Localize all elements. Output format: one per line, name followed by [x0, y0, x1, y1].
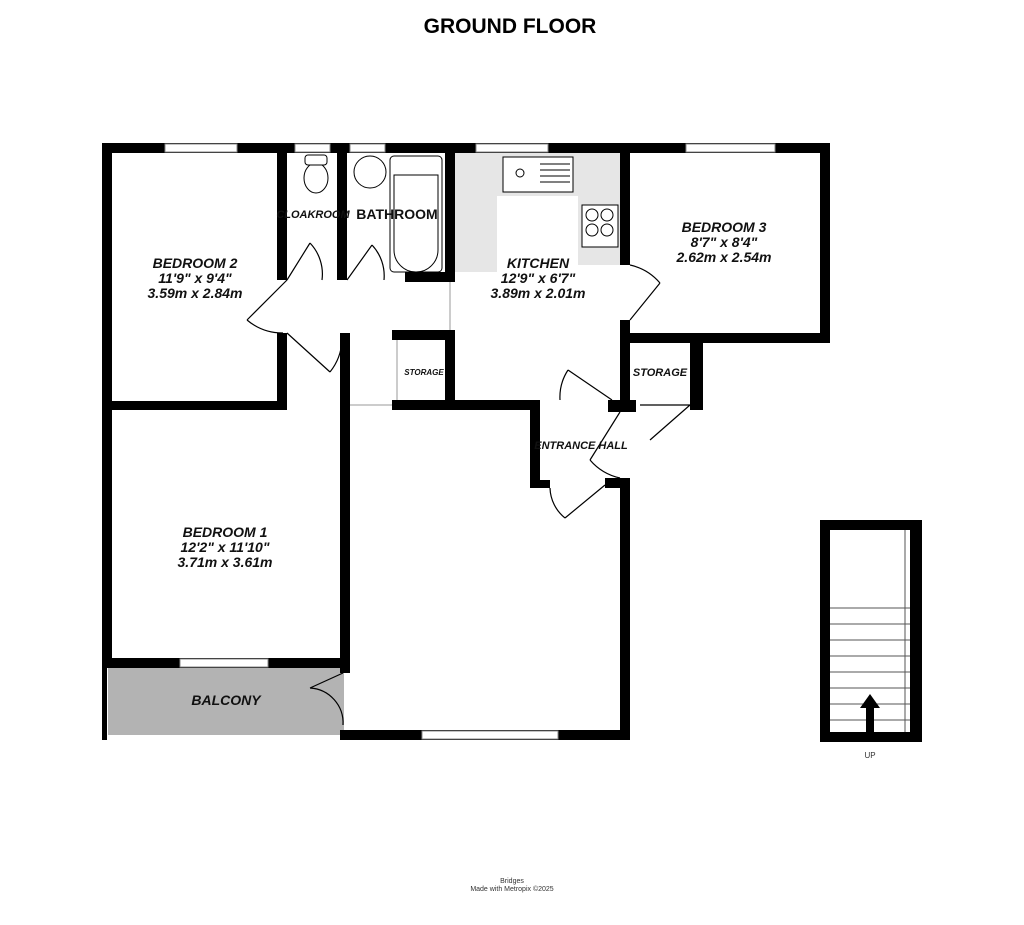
kitchen-metric: 3.89m x 2.01m [491, 285, 586, 301]
storage2-name: STORAGE [633, 367, 688, 379]
doors [246, 242, 691, 726]
floor-title: GROUND FLOOR [424, 15, 597, 38]
toilet-icon [303, 162, 329, 194]
fixtures [303, 154, 619, 273]
bedroom3-metric: 2.62m x 2.54m [676, 249, 772, 265]
bedroom3-imperial: 8'7" x 8'4" [691, 234, 758, 250]
up-arrow-icon [860, 694, 880, 732]
entrance-hall-name: ENTRANCE HALL [534, 440, 628, 452]
bedroom2-metric: 3.59m x 2.84m [148, 285, 243, 301]
bedroom1-metric: 3.71m x 3.61m [178, 554, 273, 570]
balcony-area [108, 668, 344, 735]
kitchen-name: KITCHEN [507, 255, 570, 271]
sink-icon [353, 155, 387, 189]
footer-line2: Made with Metropix ©2025 [470, 885, 553, 893]
openings [350, 282, 451, 406]
bedroom3-name: BEDROOM 3 [682, 219, 767, 235]
bedroom1-imperial: 12'2" x 11'10" [181, 539, 270, 555]
drainer [540, 163, 570, 183]
cloakroom-name: CLOAKROOM [276, 209, 350, 221]
footer-line1: Bridges [500, 878, 524, 885]
staircase [820, 520, 922, 742]
windows [164, 143, 776, 740]
kitchen-imperial: 12'9" x 6'7" [501, 270, 576, 286]
stairs-label: UP [864, 751, 875, 760]
storage1-name: STORAGE [404, 368, 444, 377]
bedroom1-name: BEDROOM 1 [183, 524, 268, 540]
balcony-name: BALCONY [191, 692, 262, 708]
bedroom2-imperial: 11'9" x 9'4" [158, 270, 232, 286]
bedroom2-name: BEDROOM 2 [153, 255, 238, 271]
kitchen-counter [455, 153, 620, 272]
kitchen-sink-icon [502, 156, 574, 193]
bathroom-name: BATHROOM [356, 206, 437, 222]
